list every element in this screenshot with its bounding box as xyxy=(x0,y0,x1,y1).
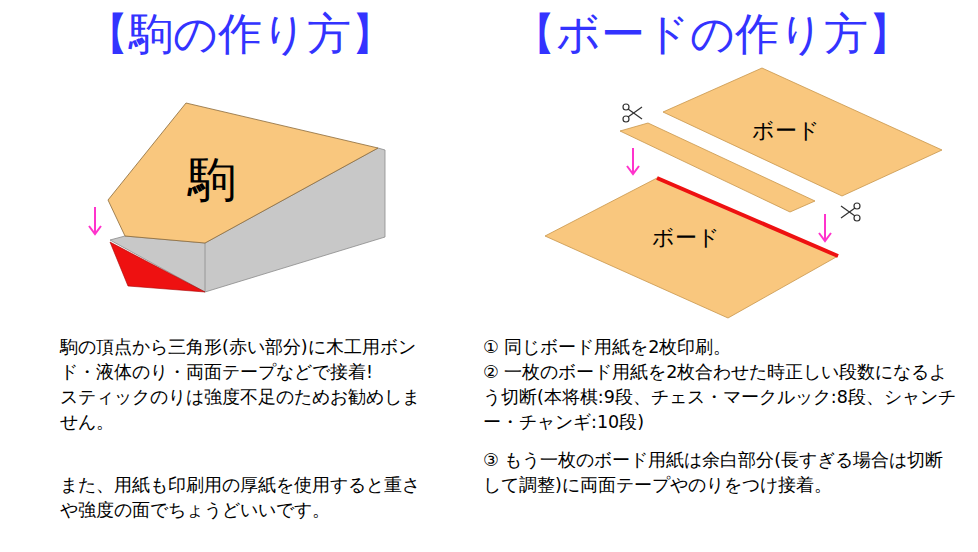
scissors-blade xyxy=(841,206,855,216)
piece-face xyxy=(108,103,378,243)
scissors-blade xyxy=(841,208,855,218)
arrow-shaft xyxy=(632,148,634,173)
arrow-shaft xyxy=(94,207,96,233)
scissors-blade xyxy=(628,107,642,117)
down-arrow xyxy=(89,207,101,234)
board-sheet: ボード xyxy=(750,116,822,145)
piece-edge xyxy=(205,243,206,292)
instruction-step: ② 一枚のボード用紙を2枚合わせた時正しい段数になるよう切断(本将棋:9段、チェ… xyxy=(483,360,961,435)
section-title: 【駒の作り方】 xyxy=(85,6,395,62)
arrow-shaft xyxy=(824,214,826,240)
node-label: ボード xyxy=(752,118,820,143)
board-sheet: ボード xyxy=(650,223,722,252)
glue-triangle xyxy=(110,242,205,292)
board-sheet xyxy=(545,178,838,318)
scissors-blade xyxy=(628,109,642,119)
section-title: 【ボードの作り方】 xyxy=(512,6,912,62)
instruction-step: ① 同じボード用紙を2枚印刷。 xyxy=(483,335,961,360)
down-arrow xyxy=(627,148,639,174)
scissors-icon xyxy=(841,203,860,221)
down-arrow xyxy=(819,214,831,241)
instruction-text: また、用紙も印刷用の厚紙を使用すると重さや強度の面でちょうどいいです。 xyxy=(60,473,435,523)
arrow-head xyxy=(627,166,639,174)
instruction-step: ③ もう一枚のボード用紙は余白部分(長すぎる場合は切断して調整)に両面テープやの… xyxy=(483,448,961,498)
board-sheet xyxy=(663,68,942,196)
node-label: 駒 xyxy=(188,152,236,207)
instruction-text: スティックのりは強度不足のためお勧めしません。 xyxy=(60,385,435,435)
arrow-head xyxy=(819,233,831,241)
node-label: ボード xyxy=(652,225,720,250)
arrow-head xyxy=(89,226,101,234)
instruction-text: 駒の頂点から三角形(赤い部分)に木工用ボンド・液体のり・両面テープなどで接着! xyxy=(60,335,435,385)
piece-face: 駒 xyxy=(186,150,238,209)
scissors-icon xyxy=(623,104,642,122)
